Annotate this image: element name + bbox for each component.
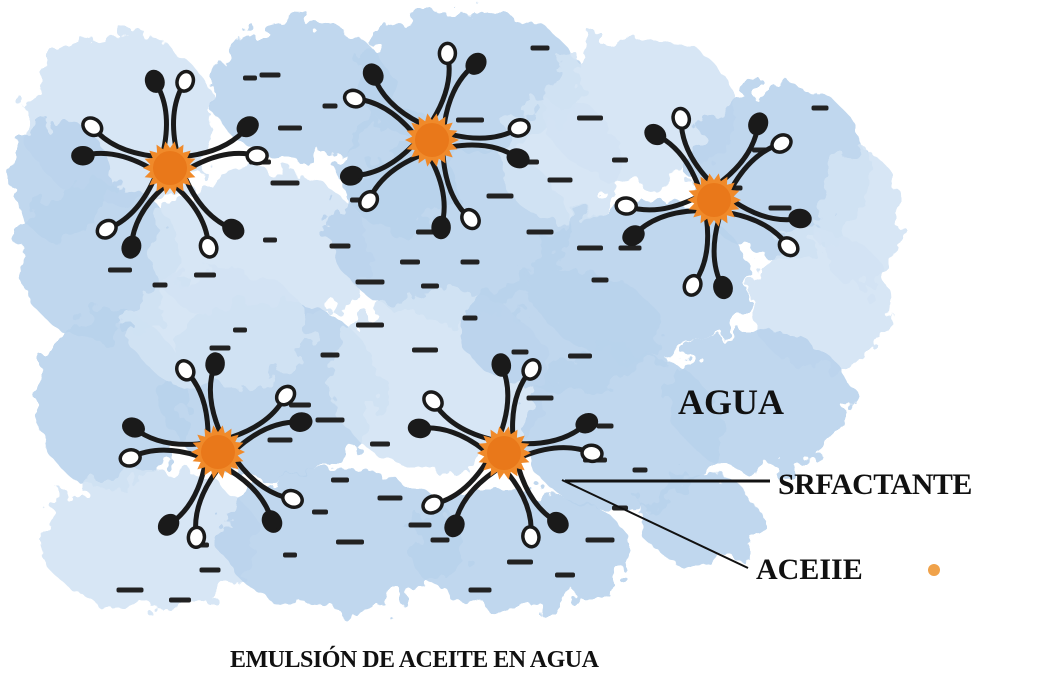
surfactant-head — [187, 526, 205, 548]
water-dash — [548, 178, 573, 183]
surfactant-head — [581, 444, 603, 463]
water-dash — [531, 46, 550, 51]
water-dash — [153, 283, 168, 288]
water-dash — [619, 246, 642, 251]
water-dash — [283, 553, 297, 558]
water-dash — [210, 346, 231, 351]
oil-legend-dot — [928, 564, 940, 576]
water-dash — [356, 280, 385, 285]
water-dash — [409, 523, 432, 528]
water-dash — [507, 560, 533, 565]
water-label: AGUA — [678, 382, 784, 422]
water-dash — [321, 353, 340, 358]
water-dash — [469, 588, 492, 593]
surfactant-head — [492, 354, 511, 376]
water-dash — [461, 260, 480, 265]
oil-droplet-center — [415, 123, 449, 157]
water-blotch — [640, 475, 760, 565]
water-dash — [268, 438, 293, 443]
water-blotch — [820, 150, 900, 290]
surfactant-head — [206, 353, 224, 375]
surfactant-head — [616, 197, 637, 214]
water-dash — [271, 181, 300, 186]
surfactant-head — [439, 43, 456, 64]
surfactant-head — [433, 217, 450, 238]
water-dash — [378, 496, 403, 501]
water-dash — [597, 424, 614, 429]
water-dash — [312, 510, 328, 515]
water-dash — [527, 230, 554, 235]
water-dash — [194, 273, 216, 278]
water-dash — [108, 268, 132, 273]
water-dash — [323, 104, 338, 109]
water-blotch — [410, 490, 630, 610]
surfactant-head — [408, 419, 430, 438]
water-dash — [200, 568, 221, 573]
water-dash — [527, 396, 554, 401]
water-dash — [431, 538, 450, 543]
oil-label: ACEIIE — [756, 553, 863, 586]
water-dash — [400, 260, 420, 265]
water-dash — [117, 588, 144, 593]
water-dash — [316, 418, 345, 423]
water-dash — [370, 442, 390, 447]
surfactant-head — [521, 526, 540, 548]
oil-droplet-center — [487, 436, 521, 470]
diagram-caption: EMULSIÓN DE ACEITE EN AGUA — [230, 646, 600, 673]
water-dash — [336, 540, 364, 545]
water-dash — [612, 158, 628, 163]
oil-droplet-center — [153, 151, 187, 185]
water-dash — [592, 278, 609, 283]
water-dash — [263, 238, 277, 243]
water-dash — [577, 116, 603, 121]
surfactant-label: SRFACTANTE — [778, 468, 972, 501]
water-dash — [330, 244, 351, 249]
water-dash — [356, 323, 384, 328]
water-dash — [233, 328, 247, 333]
water-blotch — [460, 270, 660, 390]
water-dash — [169, 598, 191, 603]
water-dash — [586, 538, 615, 543]
water-dash — [812, 106, 829, 111]
surfactant-head — [247, 148, 267, 164]
water-dash — [633, 468, 648, 473]
water-dash — [555, 573, 575, 578]
water-dash — [260, 73, 281, 78]
water-dash — [487, 194, 514, 199]
water-dash — [456, 118, 484, 123]
surfactant-head — [73, 148, 93, 164]
oil-droplet-center — [697, 183, 731, 217]
water-dash — [421, 284, 439, 289]
water-dash — [769, 206, 792, 211]
water-dash — [278, 126, 302, 131]
water-dash — [412, 348, 438, 353]
oil-droplet-center — [201, 435, 235, 469]
water-dash — [331, 478, 349, 483]
water-dash — [512, 350, 529, 355]
water-dash — [463, 316, 478, 321]
water-dash — [289, 403, 311, 408]
water-dash — [568, 354, 592, 359]
surfactant-head — [789, 210, 810, 227]
water-dash — [243, 76, 257, 81]
water-dash — [577, 246, 603, 251]
water-blotch — [10, 120, 110, 240]
